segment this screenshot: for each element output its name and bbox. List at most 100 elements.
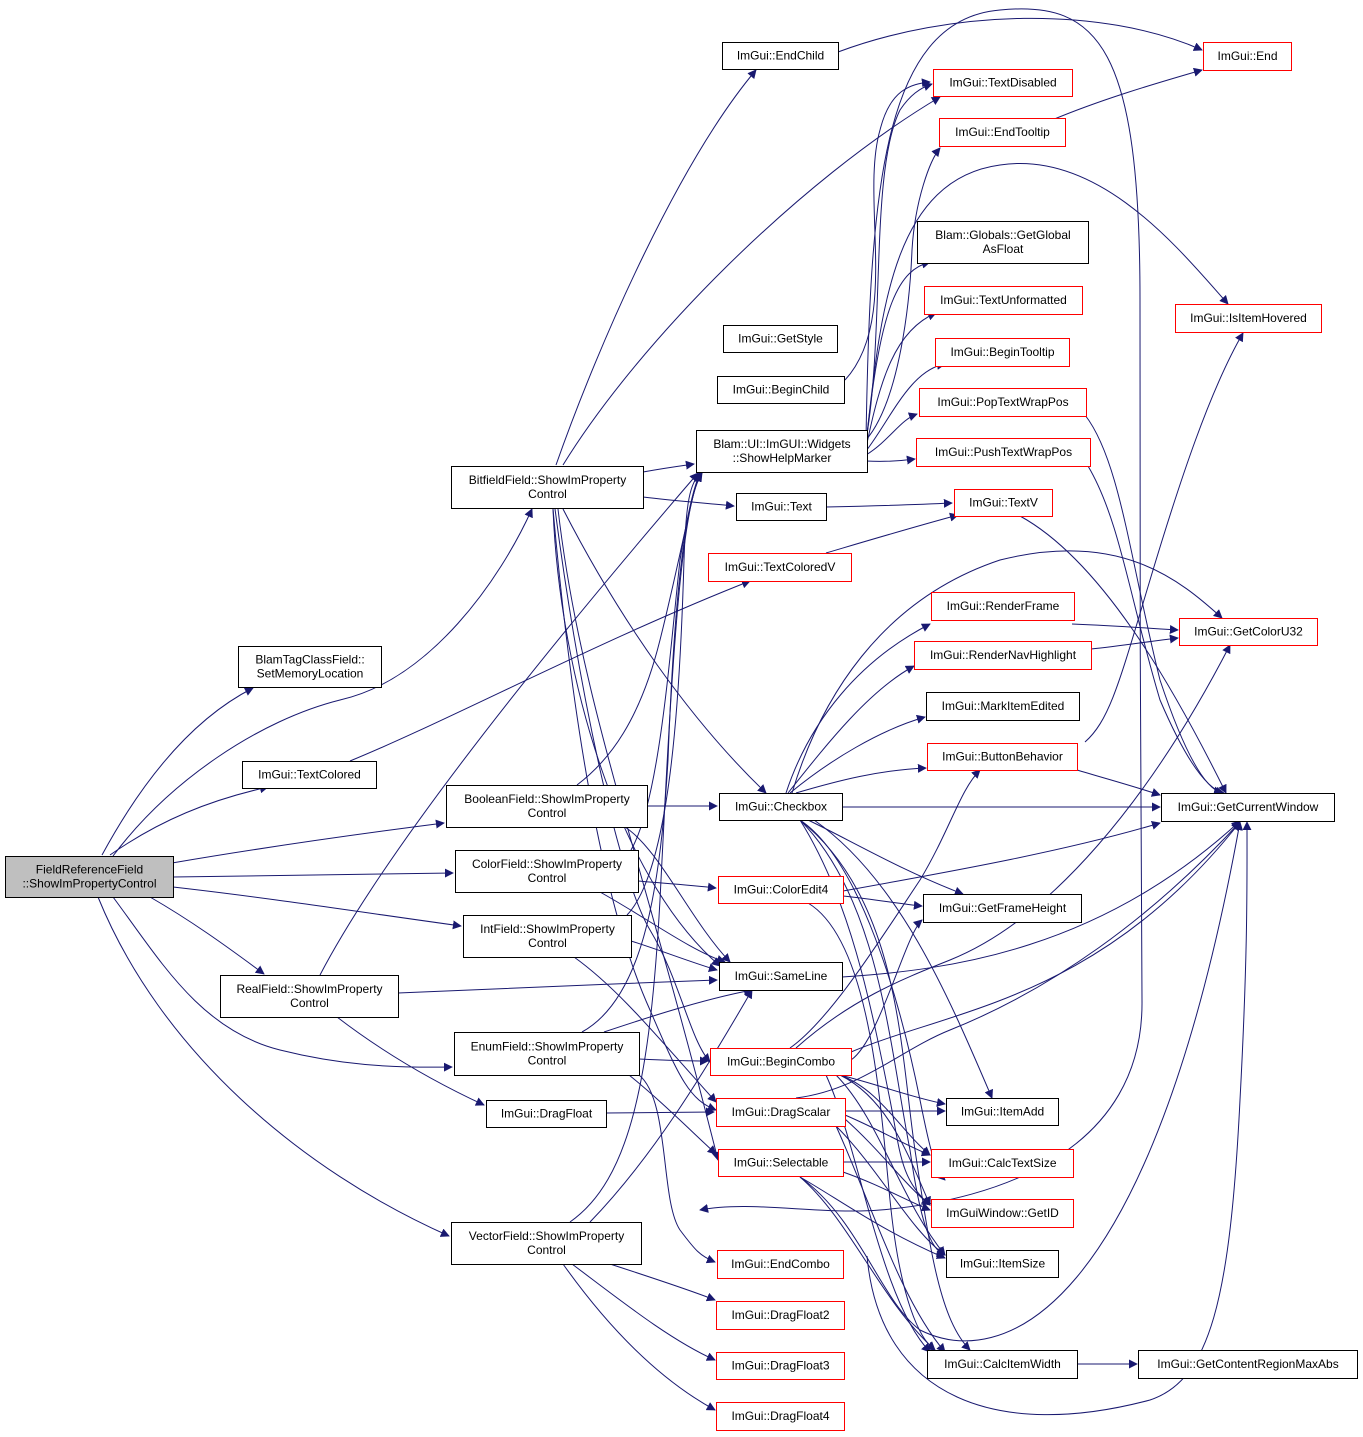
node-buttonbehavior[interactable]: ImGui::ButtonBehavior bbox=[927, 743, 1078, 771]
node-label: ColorField::ShowImProperty bbox=[472, 857, 622, 871]
node-dragfloat4[interactable]: ImGui::DragFloat4 bbox=[716, 1402, 845, 1431]
edge-60 bbox=[1084, 414, 1223, 796]
node-box bbox=[716, 1402, 845, 1431]
node-box bbox=[736, 493, 827, 521]
node-box bbox=[716, 1301, 845, 1330]
node-label: ImGui::SameLine bbox=[735, 969, 828, 983]
node-beginchild[interactable]: ImGui::BeginChild bbox=[717, 376, 845, 404]
node-label: Blam::UI::ImGUI::Widgets bbox=[713, 437, 850, 451]
node-label: ImGui::DragFloat2 bbox=[731, 1308, 829, 1322]
node-booleanfield[interactable]: BooleanField::ShowImPropertyControl bbox=[446, 785, 648, 828]
node-end[interactable]: ImGui::End bbox=[1203, 42, 1292, 71]
node-selectable[interactable]: ImGui::Selectable bbox=[718, 1149, 844, 1177]
node-bitfield[interactable]: BitfieldField::ShowImPropertyControl bbox=[451, 466, 644, 509]
node-isitemhovered[interactable]: ImGui::IsItemHovered bbox=[1175, 304, 1322, 333]
edge-14 bbox=[562, 508, 767, 794]
edge-77 bbox=[807, 902, 936, 1351]
node-dragscalar[interactable]: ImGui::DragScalar bbox=[716, 1098, 846, 1127]
node-dragfloat[interactable]: ImGui::DragFloat bbox=[486, 1100, 607, 1128]
node-realfield[interactable]: RealField::ShowImPropertyControl bbox=[220, 975, 399, 1018]
edge-90 bbox=[844, 1118, 931, 1206]
node-box bbox=[931, 592, 1075, 621]
node-sameline[interactable]: ImGui::SameLine bbox=[719, 962, 843, 991]
node-vectorfield[interactable]: VectorField::ShowImPropertyControl bbox=[451, 1222, 642, 1265]
edge-35 bbox=[638, 1074, 716, 1264]
node-textunformatted[interactable]: ImGui::TextUnformatted bbox=[924, 286, 1083, 315]
edge-39 bbox=[609, 1263, 716, 1302]
node-calctextsize[interactable]: ImGui::CalcTextSize bbox=[931, 1149, 1074, 1178]
node-label: ImGui::ItemSize bbox=[960, 1257, 1046, 1271]
edge-98 bbox=[799, 821, 1243, 1342]
node-rendernavhighlight[interactable]: ImGui::RenderNavHighlight bbox=[914, 641, 1092, 670]
node-enumfield[interactable]: EnumField::ShowImPropertyControl bbox=[454, 1032, 640, 1076]
node-getcontentregionmaxabs[interactable]: ImGui::GetContentRegionMaxAbs bbox=[1138, 1350, 1358, 1379]
node-box bbox=[954, 489, 1053, 517]
edge-46 bbox=[865, 163, 1229, 444]
edge-33 bbox=[638, 1056, 709, 1066]
node-poptextwrappos[interactable]: ImGui::PopTextWrapPos bbox=[919, 388, 1087, 417]
node-begincombo[interactable]: ImGui::BeginCombo bbox=[710, 1048, 852, 1076]
edge-41 bbox=[562, 1263, 716, 1411]
node-box bbox=[486, 1100, 607, 1128]
edge-82 bbox=[795, 644, 1231, 1049]
edge-16 bbox=[554, 508, 711, 1063]
node-itemadd[interactable]: ImGui::ItemAdd bbox=[946, 1098, 1059, 1126]
node-colorfield[interactable]: ColorField::ShowImPropertyControl bbox=[455, 850, 639, 893]
node-box bbox=[927, 1350, 1078, 1379]
node-endtooltip[interactable]: ImGui::EndTooltip bbox=[939, 118, 1066, 147]
node-label: ImGui::PopTextWrapPos bbox=[937, 395, 1068, 409]
node-textdisabled[interactable]: ImGui::TextDisabled bbox=[933, 69, 1073, 97]
node-label: AsFloat bbox=[983, 242, 1024, 256]
node-endchild[interactable]: ImGui::EndChild bbox=[722, 42, 839, 70]
node-label: Control bbox=[290, 996, 329, 1010]
node-box bbox=[1138, 1350, 1358, 1379]
edge-74 bbox=[799, 819, 971, 1351]
node-blamtag_setmem[interactable]: BlamTagClassField::SetMemoryLocation bbox=[238, 646, 382, 688]
node-textcoloredv[interactable]: ImGui::TextColoredV bbox=[708, 553, 852, 582]
node-coloredit4[interactable]: ImGui::ColorEdit4 bbox=[718, 876, 844, 904]
node-root[interactable]: FieldReferenceField::ShowImPropertyContr… bbox=[5, 856, 174, 898]
node-calcitemwidth[interactable]: ImGui::CalcItemWidth bbox=[927, 1350, 1078, 1379]
node-renderframe[interactable]: ImGui::RenderFrame bbox=[931, 592, 1075, 621]
node-label: SetMemoryLocation bbox=[257, 667, 364, 681]
node-box bbox=[946, 1250, 1059, 1278]
node-pushtextwrappos[interactable]: ImGui::PushTextWrapPos bbox=[916, 438, 1091, 467]
node-label: EnumField::ShowImProperty bbox=[471, 1040, 624, 1054]
node-getcoloru32[interactable]: ImGui::GetColorU32 bbox=[1179, 618, 1318, 646]
node-dragfloat2[interactable]: ImGui::DragFloat2 bbox=[716, 1301, 845, 1330]
node-showhelpmarker[interactable]: Blam::UI::ImGUI::Widgets::ShowHelpMarker bbox=[696, 430, 868, 473]
edge-81 bbox=[850, 919, 923, 1061]
node-box bbox=[717, 376, 845, 404]
edge-67 bbox=[795, 763, 927, 794]
node-box bbox=[917, 221, 1089, 264]
edge-62 bbox=[1019, 515, 1227, 794]
node-label: ImGui::ColorEdit4 bbox=[734, 883, 829, 897]
edge-64 bbox=[785, 623, 931, 794]
node-getid[interactable]: ImGuiWindow::GetID bbox=[931, 1199, 1074, 1228]
node-itemsize[interactable]: ImGui::ItemSize bbox=[946, 1250, 1059, 1278]
node-label: ImGui::Selectable bbox=[734, 1156, 829, 1170]
node-label: Blam::Globals::GetGlobal bbox=[935, 228, 1070, 242]
edge-96 bbox=[799, 1176, 946, 1259]
node-text[interactable]: ImGui::Text bbox=[736, 493, 827, 521]
node-getcurrentwindow[interactable]: ImGui::GetCurrentWindow bbox=[1161, 793, 1335, 822]
node-begintooltip[interactable]: ImGui::BeginTooltip bbox=[935, 338, 1070, 367]
edge-21 bbox=[336, 1016, 485, 1106]
node-label: FieldReferenceField bbox=[36, 863, 143, 877]
node-label: ImGui::TextV bbox=[969, 496, 1038, 510]
node-textv[interactable]: ImGui::TextV bbox=[954, 489, 1053, 517]
node-markitemedited[interactable]: ImGui::MarkItemEdited bbox=[926, 692, 1080, 721]
node-box bbox=[923, 894, 1082, 923]
node-checkbox[interactable]: ImGui::Checkbox bbox=[719, 793, 843, 821]
node-dragfloat3[interactable]: ImGui::DragFloat3 bbox=[716, 1352, 845, 1380]
node-box bbox=[919, 388, 1087, 417]
node-textcolored[interactable]: ImGui::TextColored bbox=[242, 761, 377, 789]
node-getstyle[interactable]: ImGui::GetStyle bbox=[723, 325, 838, 353]
edge-29 bbox=[630, 940, 718, 973]
node-intfield[interactable]: IntField::ShowImPropertyControl bbox=[463, 915, 632, 958]
node-getframeheight[interactable]: ImGui::GetFrameHeight bbox=[923, 894, 1082, 923]
node-endcombo[interactable]: ImGui::EndCombo bbox=[717, 1250, 844, 1279]
node-box bbox=[719, 962, 843, 991]
